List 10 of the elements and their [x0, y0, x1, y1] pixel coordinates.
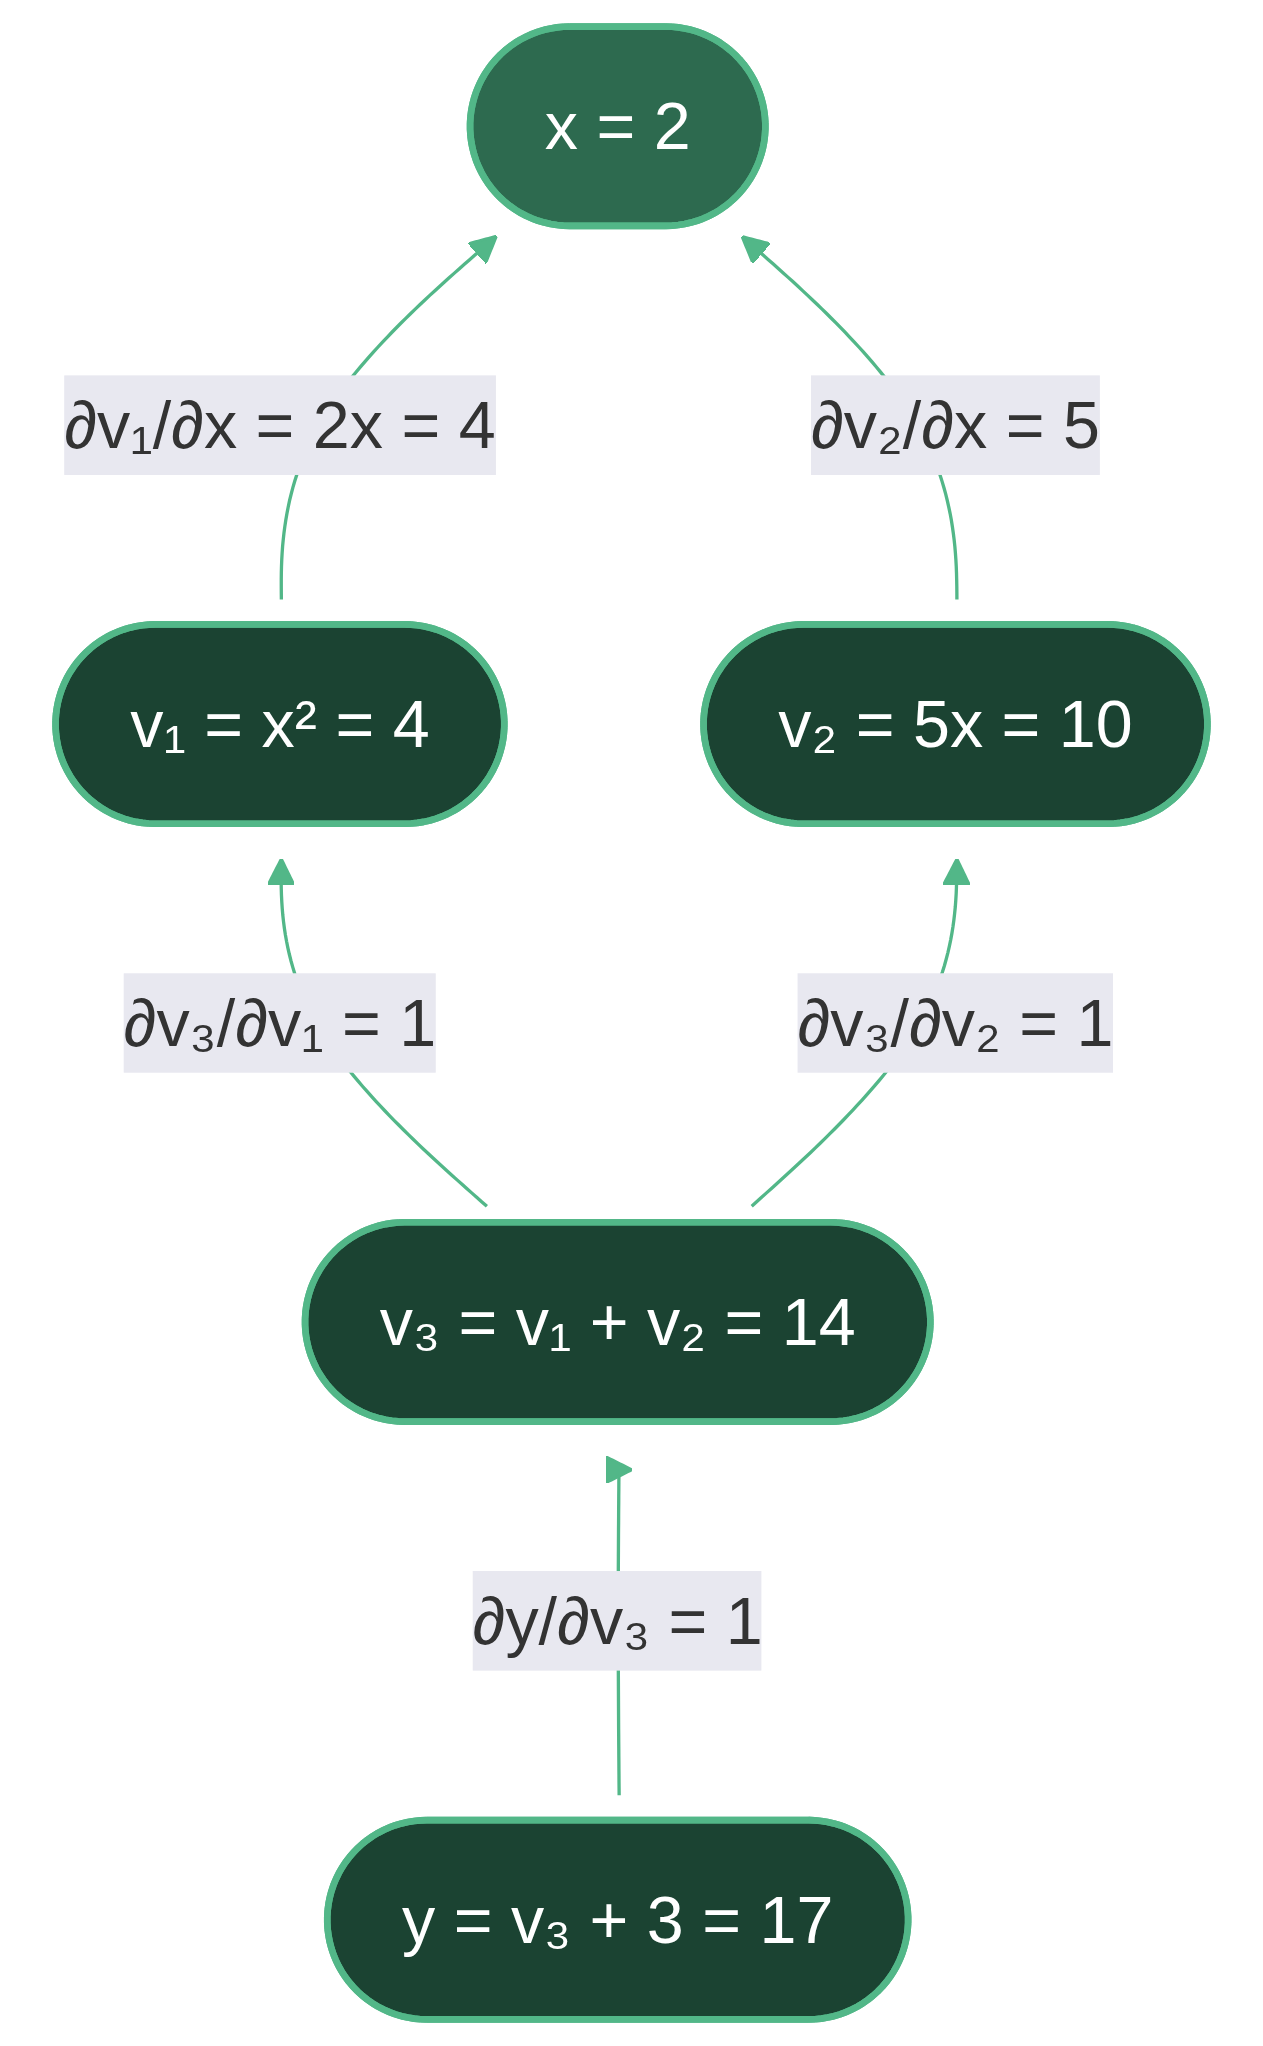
edge-label: ∂v₃/∂v₁ = 1 [123, 986, 437, 1060]
rounded-node: y = v₃ + 3 = 17 [324, 1816, 912, 2023]
rounded-node: v₁ = x² = 4 [52, 621, 508, 828]
rounded-node: x = 2 [466, 23, 769, 230]
edge-label: ∂v₁/∂x = 2x = 4 [64, 388, 496, 462]
edge-label: ∂v₂/∂x = 5 [810, 388, 1100, 462]
edge-label: ∂v₃/∂v₂ = 1 [797, 986, 1114, 1060]
edge-label: ∂y/∂v₃ = 1 [472, 1584, 763, 1658]
rounded-node: v₃ = v₁ + v₂ = 14 [301, 1218, 934, 1425]
rounded-node: v₂ = 5x = 10 [700, 621, 1211, 828]
